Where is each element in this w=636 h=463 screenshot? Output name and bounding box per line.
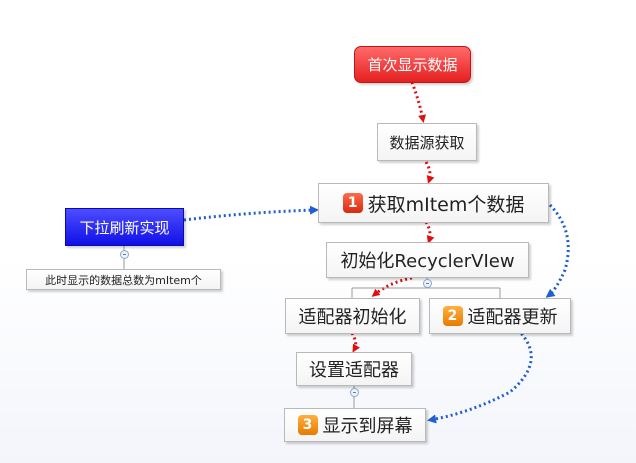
- link-update-to-show: [427, 328, 533, 424]
- priority-2-icon: 2: [442, 306, 463, 326]
- node-pull-refresh-label: 下拉刷新实现: [79, 218, 170, 237]
- link-first-to-source: [410, 81, 427, 123]
- node-adapter-init-label: 适配器初始化: [298, 307, 407, 328]
- node-get-items-label: 获取mItem个数据: [367, 193, 525, 216]
- priority-3-icon: 3: [297, 415, 318, 435]
- link-items-to-init: [424, 221, 435, 244]
- node-adapter-update-label: 适配器更新: [467, 307, 558, 328]
- collapse-toggle-icon[interactable]: [120, 250, 129, 259]
- link-items-to-update: [545, 203, 570, 298]
- node-get-source[interactable]: 数据源获取: [377, 123, 477, 161]
- node-init-recycler[interactable]: 初始化RecyclerVIew: [326, 242, 529, 278]
- node-first-display[interactable]: 首次显示数据: [354, 46, 471, 83]
- link-source-to-items: [424, 161, 435, 184]
- node-get-source-label: 数据源获取: [389, 133, 465, 152]
- node-note-label: 此时显示的数据总数为mItem个: [45, 273, 202, 287]
- node-show-screen[interactable]: 3 显示到屏幕: [284, 408, 426, 442]
- link-adapter-to-set: [350, 332, 360, 353]
- node-show-screen-label: 显示到屏幕: [322, 416, 413, 437]
- node-adapter-init[interactable]: 适配器初始化: [285, 298, 420, 334]
- node-set-adapter-label: 设置适配器: [309, 360, 399, 381]
- link-init-to-adapter: [371, 276, 413, 297]
- node-adapter-update[interactable]: 2 适配器更新: [429, 298, 571, 334]
- node-set-adapter[interactable]: 设置适配器: [296, 352, 412, 386]
- node-first-display-label: 首次显示数据: [367, 56, 458, 74]
- link-refresh-to-items: [183, 205, 319, 222]
- node-init-recycler-label: 初始化RecyclerVIew: [340, 251, 515, 272]
- collapse-toggle-icon[interactable]: [350, 388, 359, 397]
- node-get-items[interactable]: 1 获取mItem个数据: [318, 183, 549, 223]
- node-note[interactable]: 此时显示的数据总数为mItem个: [26, 269, 221, 290]
- node-pull-refresh[interactable]: 下拉刷新实现: [65, 208, 184, 246]
- priority-1-icon: 1: [342, 193, 363, 213]
- collapse-toggle-icon[interactable]: [423, 279, 432, 288]
